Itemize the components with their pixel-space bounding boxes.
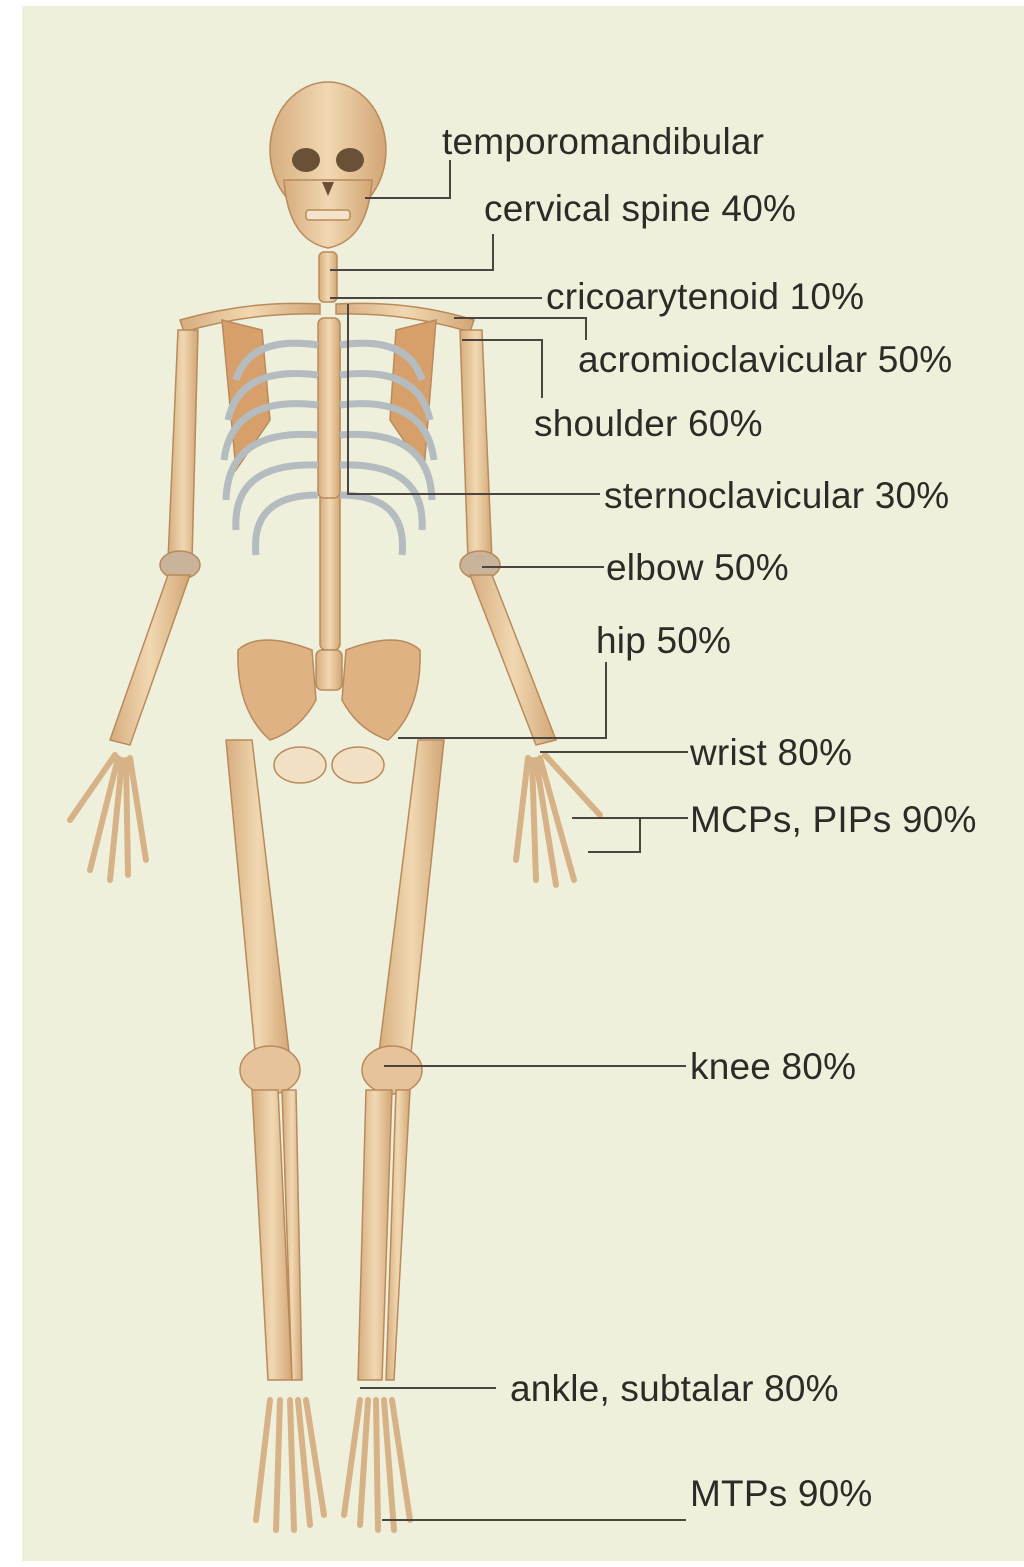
label-wrist: wrist 80% <box>690 734 852 771</box>
skeleton <box>70 82 600 1530</box>
skull <box>270 82 386 248</box>
label-cricoarytenoid: cricoarytenoid 10% <box>546 278 864 315</box>
label-sternoclavicular: sternoclavicular 30% <box>604 477 949 514</box>
legs <box>226 740 444 1380</box>
sternum <box>318 318 340 498</box>
label-mcps-pips: MCPs, PIPs 90% <box>690 801 977 838</box>
leader-mcps-pips <box>588 818 688 852</box>
leader-hip <box>398 662 606 738</box>
label-mtps: MTPs 90% <box>690 1475 873 1512</box>
label-acromioclavicular: acromioclavicular 50% <box>578 341 952 378</box>
label-knee: knee 80% <box>690 1048 856 1085</box>
label-hip: hip 50% <box>596 622 731 659</box>
leader-cervical-spine <box>330 234 493 270</box>
label-cervical-spine: cervical spine 40% <box>484 190 796 227</box>
label-elbow: elbow 50% <box>606 549 789 586</box>
label-shoulder: shoulder 60% <box>534 405 763 442</box>
feet <box>256 1400 410 1530</box>
label-ankle-subtalar: ankle, subtalar 80% <box>510 1370 839 1407</box>
label-temporomandibular: temporomandibular <box>442 123 764 160</box>
